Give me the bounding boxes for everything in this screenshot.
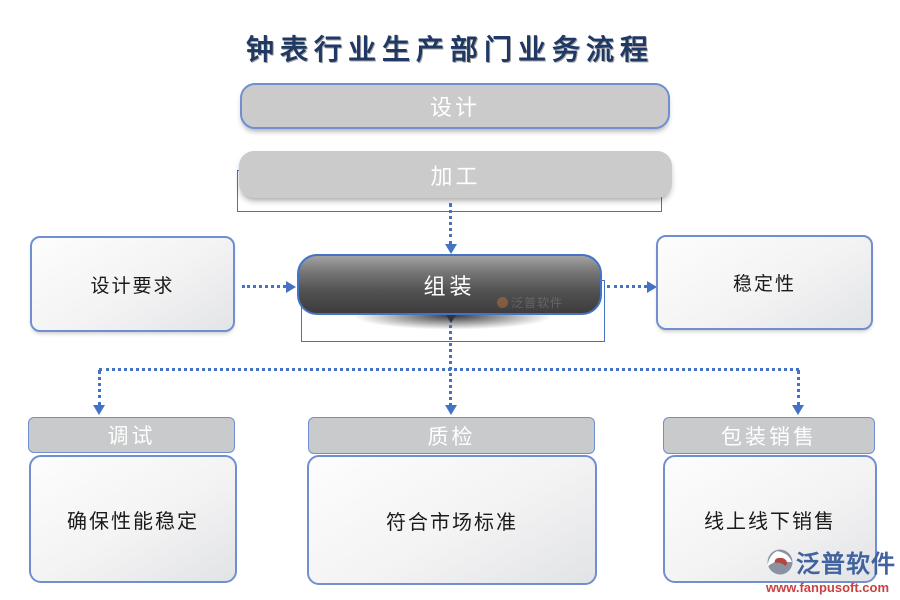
node-processing: 加工 — [239, 151, 672, 198]
node-stability-label: 稳定性 — [732, 274, 796, 295]
connector-processing-assembly-arrowhead-icon — [445, 244, 457, 254]
node-debugging-detail: 确保性能稳定 — [67, 510, 199, 533]
node-quality-header-label: 质检 — [427, 424, 476, 449]
brand-name: 泛普软件 — [796, 552, 896, 578]
watermark-logo-icon — [497, 297, 508, 308]
node-stability: 稳定性 — [656, 235, 873, 330]
node-processing-label: 加工 — [430, 163, 481, 189]
node-debugging-body: 确保性能稳定 — [29, 455, 237, 583]
fanpu-logo-icon — [767, 549, 793, 574]
node-quality-header: 质检 — [308, 417, 595, 454]
connector-designreq-assembly-arrowhead-icon — [286, 281, 296, 293]
node-packaging-header: 包装销售 — [663, 417, 875, 454]
page-title: 钟表行业生产部门业务流程 — [245, 35, 654, 66]
node-design-requirements: 设计要求 — [30, 236, 235, 332]
assembly-small-arrowhead-icon — [446, 315, 456, 323]
connector-tree-right-arrowhead-icon — [792, 405, 804, 415]
connector-designreq-assembly-line — [242, 285, 286, 288]
connector-processing-assembly-line — [449, 203, 452, 245]
watermark-text: 泛普软件 — [511, 296, 564, 310]
node-design: 设计 — [240, 83, 670, 129]
connector-assembly-down-line — [449, 318, 452, 406]
node-quality-body: 符合市场标准 — [307, 455, 597, 585]
node-assembly: 组装 泛普软件 — [297, 254, 602, 315]
node-debugging-header: 调试 — [28, 417, 235, 453]
connector-assembly-stability-line — [607, 285, 647, 288]
node-packaging-header-label: 包装销售 — [721, 424, 817, 449]
brand-website: www.fanpusoft.com — [766, 580, 890, 595]
brand-logo: 泛普软件 www.fanpusoft.com — [766, 544, 896, 595]
connector-tree-right-line — [797, 370, 800, 406]
connector-assembly-stability-arrowhead-icon — [647, 281, 657, 293]
connector-tree-horizontal-line — [99, 368, 799, 371]
node-debugging-header-label: 调试 — [107, 424, 156, 448]
node-quality-detail: 符合市场标准 — [386, 511, 518, 534]
node-packaging-detail: 线上线下销售 — [704, 510, 836, 533]
connector-tree-left-line — [98, 370, 101, 406]
connector-tree-left-arrowhead-icon — [93, 405, 105, 415]
assembly-watermark: 泛普软件 — [497, 294, 563, 311]
connector-tree-center-arrowhead-icon — [445, 405, 457, 415]
node-design-requirements-label: 设计要求 — [90, 275, 175, 297]
node-assembly-label: 组装 — [423, 273, 476, 299]
node-design-label: 设计 — [429, 95, 480, 120]
